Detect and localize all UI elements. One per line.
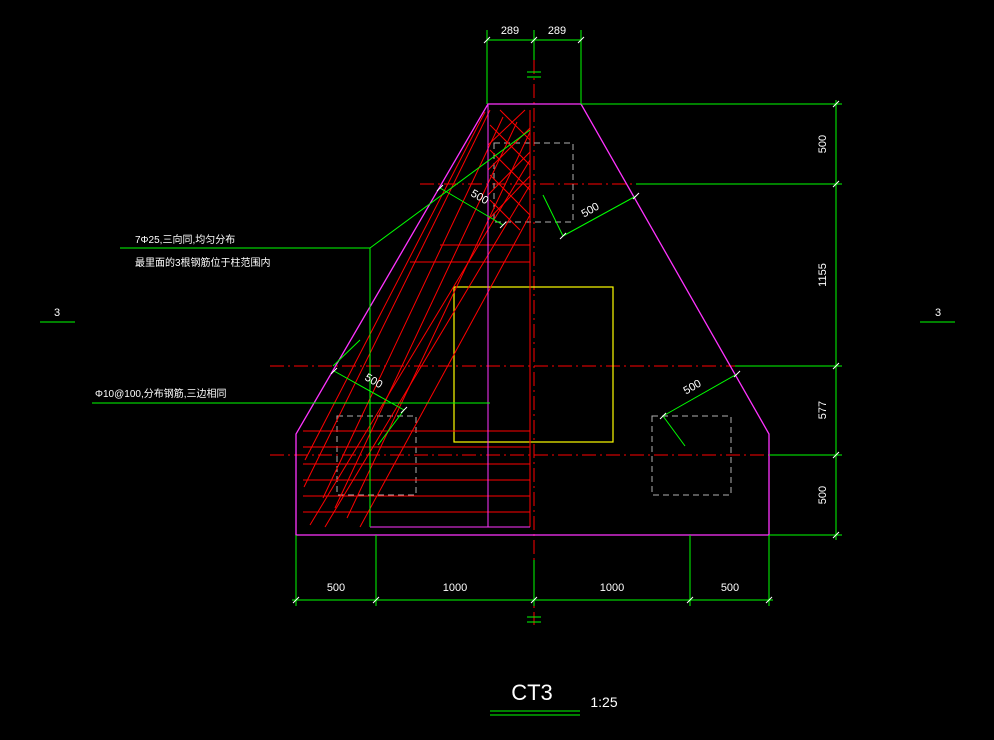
internal-lines [370, 104, 530, 528]
dim-bottom-1: 500 [327, 582, 345, 594]
dim-diag-4: 500 [682, 378, 704, 398]
drawing-scale: 1:25 [590, 694, 617, 710]
note-main-rebar-line2: 最里面的3根钢筋位于柱范围内 [135, 256, 271, 269]
rebar-hatch [303, 109, 531, 528]
dim-right-4: 500 [817, 486, 829, 504]
leader-lines [40, 129, 955, 527]
dim-bottom-4: 500 [721, 582, 739, 594]
centerlines [270, 60, 785, 625]
note-main-rebar-line1: 7Φ25,三向同,均匀分布 [135, 233, 235, 246]
dim-right-2: 1155 [817, 263, 829, 287]
dim-diag-1: 500 [469, 188, 491, 208]
note-dist-rebar: Φ10@100,分布钢筋,三边相同 [95, 387, 227, 400]
dim-top-left: 289 [501, 25, 519, 37]
drawing-title: CT3 [511, 680, 553, 705]
dimension-ticks [292, 36, 840, 604]
dim-bottom-3: 1000 [600, 582, 624, 594]
column-outline [453, 286, 614, 443]
cap-outline [295, 103, 770, 536]
leader-main-rebar [120, 247, 371, 527]
dim-bottom-2: 1000 [443, 582, 467, 594]
section-mark-left: 3 [54, 307, 60, 319]
dimension-lines [292, 30, 842, 716]
section-mark-right: 3 [935, 307, 941, 319]
dim-top-right: 289 [548, 25, 566, 37]
dim-right-3: 577 [817, 401, 829, 419]
dim-right-1: 500 [817, 135, 829, 153]
